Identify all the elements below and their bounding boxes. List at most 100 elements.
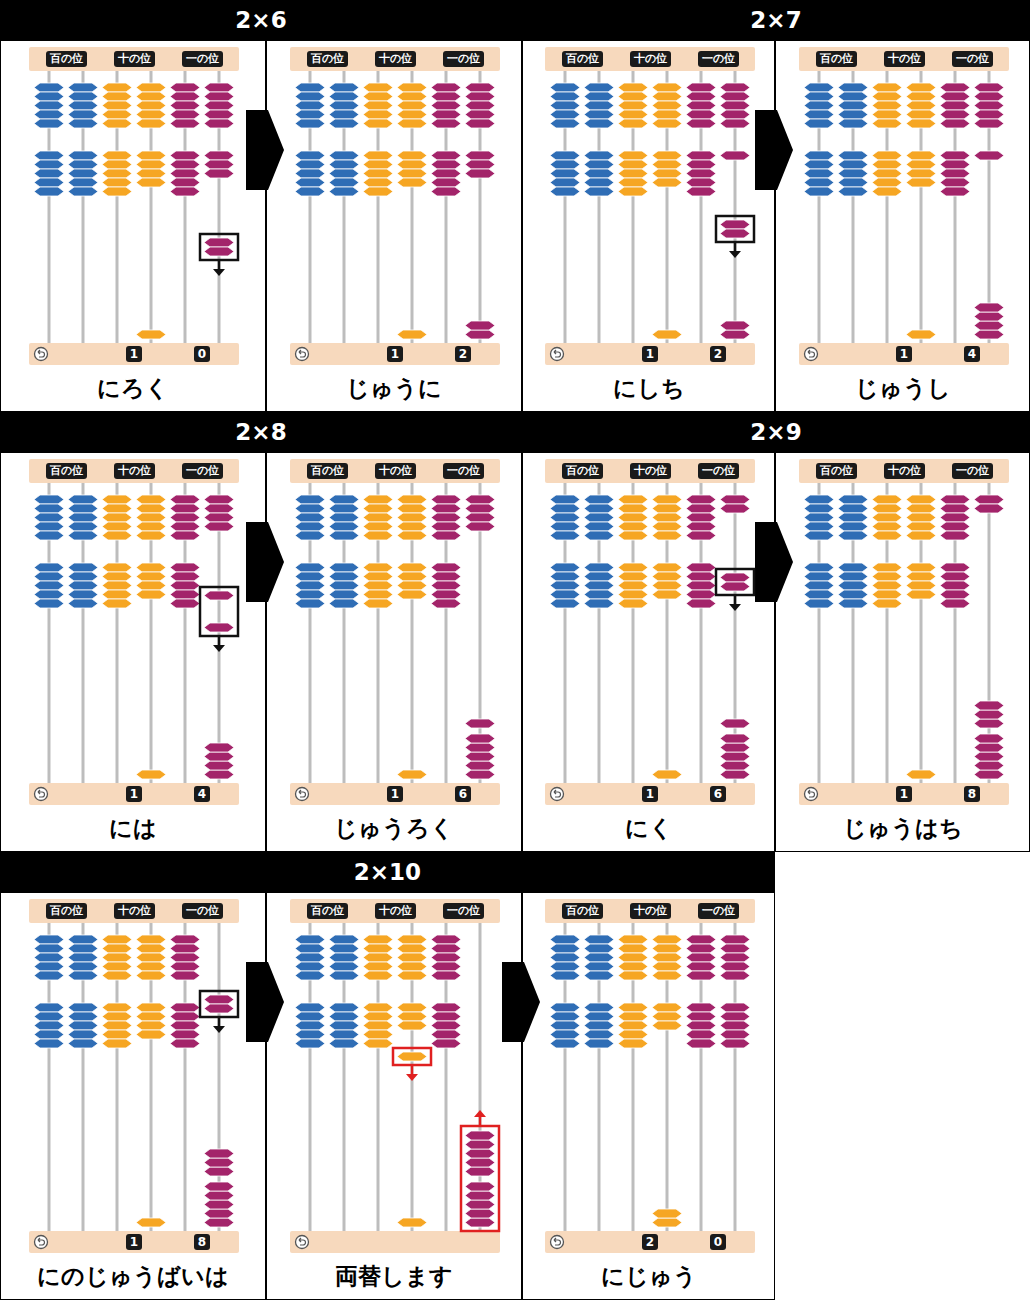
abacus-bead — [102, 581, 132, 590]
abacus-bead — [838, 92, 868, 101]
abacus-bead — [618, 971, 648, 980]
digit-bar — [545, 343, 755, 365]
abacus-bead — [550, 1003, 580, 1012]
abacus-bead — [465, 1209, 495, 1218]
abacus-bead — [872, 160, 902, 169]
abacus-bead — [136, 504, 166, 513]
abacus-bead — [295, 1021, 325, 1030]
abacus-bead — [838, 160, 868, 169]
abacus-bead — [431, 531, 461, 540]
abacus-bead — [720, 321, 750, 330]
abacus-bead — [804, 101, 834, 110]
abacus-bead — [431, 169, 461, 178]
abacus-bead — [804, 599, 834, 608]
abacus-bead — [34, 563, 64, 572]
abacus-bead — [872, 187, 902, 196]
abacus-bead — [584, 572, 614, 581]
move-arrow — [213, 269, 225, 276]
abacus-bead — [550, 101, 580, 110]
abacus-bead — [68, 599, 98, 608]
abacus-bead — [397, 590, 427, 599]
place-tag: 十の位 — [114, 463, 155, 479]
abacus-bead — [720, 734, 750, 743]
abacus-bead — [363, 531, 393, 540]
abacus-bead — [68, 953, 98, 962]
abacus-bead — [170, 151, 200, 160]
abacus-bead — [431, 1003, 461, 1012]
abacus-bead — [68, 83, 98, 92]
abacus-bead — [397, 330, 427, 339]
abacus-bead — [329, 513, 359, 522]
undo-icon — [38, 1238, 45, 1245]
abacus-bead — [170, 513, 200, 522]
abacus-bead — [68, 92, 98, 101]
abacus-bead — [397, 1218, 427, 1227]
step-caption: じゅうはち — [776, 813, 1029, 843]
abacus-bead — [618, 83, 648, 92]
abacus-bead — [652, 944, 682, 953]
undo-icon — [551, 788, 564, 801]
move-arrow — [411, 1065, 414, 1075]
abacus-bead — [618, 169, 648, 178]
abacus-bead — [363, 169, 393, 178]
abacus-bead — [465, 110, 495, 119]
abacus-bead — [838, 563, 868, 572]
abacus-bead — [431, 1030, 461, 1039]
abacus-bead — [618, 495, 648, 504]
abacus-bead — [102, 160, 132, 169]
abacus-bead — [686, 935, 716, 944]
place-tag: 十の位 — [884, 51, 925, 67]
abacus-bead — [102, 953, 132, 962]
abacus-bead — [838, 83, 868, 92]
abacus-bead — [136, 101, 166, 110]
abacus-bead — [720, 119, 750, 128]
abacus-bead — [363, 590, 393, 599]
abacus-bead — [584, 110, 614, 119]
abacus-bead — [68, 1039, 98, 1048]
abacus-bead — [872, 590, 902, 599]
abacus-bead — [618, 1039, 648, 1048]
abacus-bead — [363, 1039, 393, 1048]
abacus-bead — [68, 581, 98, 590]
place-tag: 十の位 — [630, 903, 671, 919]
abacus-bead — [136, 953, 166, 962]
abacus-bead — [906, 330, 936, 339]
undo-icon — [554, 350, 561, 357]
abacus-bead — [652, 330, 682, 339]
abacus-bead — [652, 101, 682, 110]
abacus-bead — [363, 522, 393, 531]
abacus-illustration — [545, 459, 755, 805]
abacus-bead — [102, 119, 132, 128]
place-tag: 百の位 — [46, 51, 87, 67]
abacus-bead — [295, 590, 325, 599]
digit-tag: 1 — [642, 346, 658, 362]
abacus-bead — [295, 953, 325, 962]
abacus-bead — [465, 734, 495, 743]
abacus-bead — [397, 572, 427, 581]
abacus-bead — [618, 935, 648, 944]
abacus-bead — [34, 590, 64, 599]
abacus-panel: 百の位十の位一の位12にしち — [522, 40, 775, 412]
abacus-bead — [804, 572, 834, 581]
abacus-bead — [940, 83, 970, 92]
place-tag: 十の位 — [375, 903, 416, 919]
abacus-bead — [465, 743, 495, 752]
abacus-bead — [652, 962, 682, 971]
abacus-bead — [804, 92, 834, 101]
abacus-bead — [34, 522, 64, 531]
abacus-bead — [652, 1021, 682, 1030]
abacus-bead — [584, 83, 614, 92]
abacus-bead — [136, 581, 166, 590]
abacus-bead — [102, 92, 132, 101]
place-tag: 十の位 — [114, 903, 155, 919]
abacus-bead — [136, 935, 166, 944]
digit-tag: 1 — [642, 786, 658, 802]
abacus-illustration — [29, 899, 239, 1253]
abacus-bead — [431, 1039, 461, 1048]
abacus-panel: 百の位十の位一の位16じゅうろく — [266, 452, 522, 852]
abacus-bead — [329, 169, 359, 178]
abacus-bead — [102, 1030, 132, 1039]
undo-icon — [805, 348, 818, 361]
step-caption: じゅうろく — [267, 813, 521, 843]
abacus-bead — [465, 513, 495, 522]
